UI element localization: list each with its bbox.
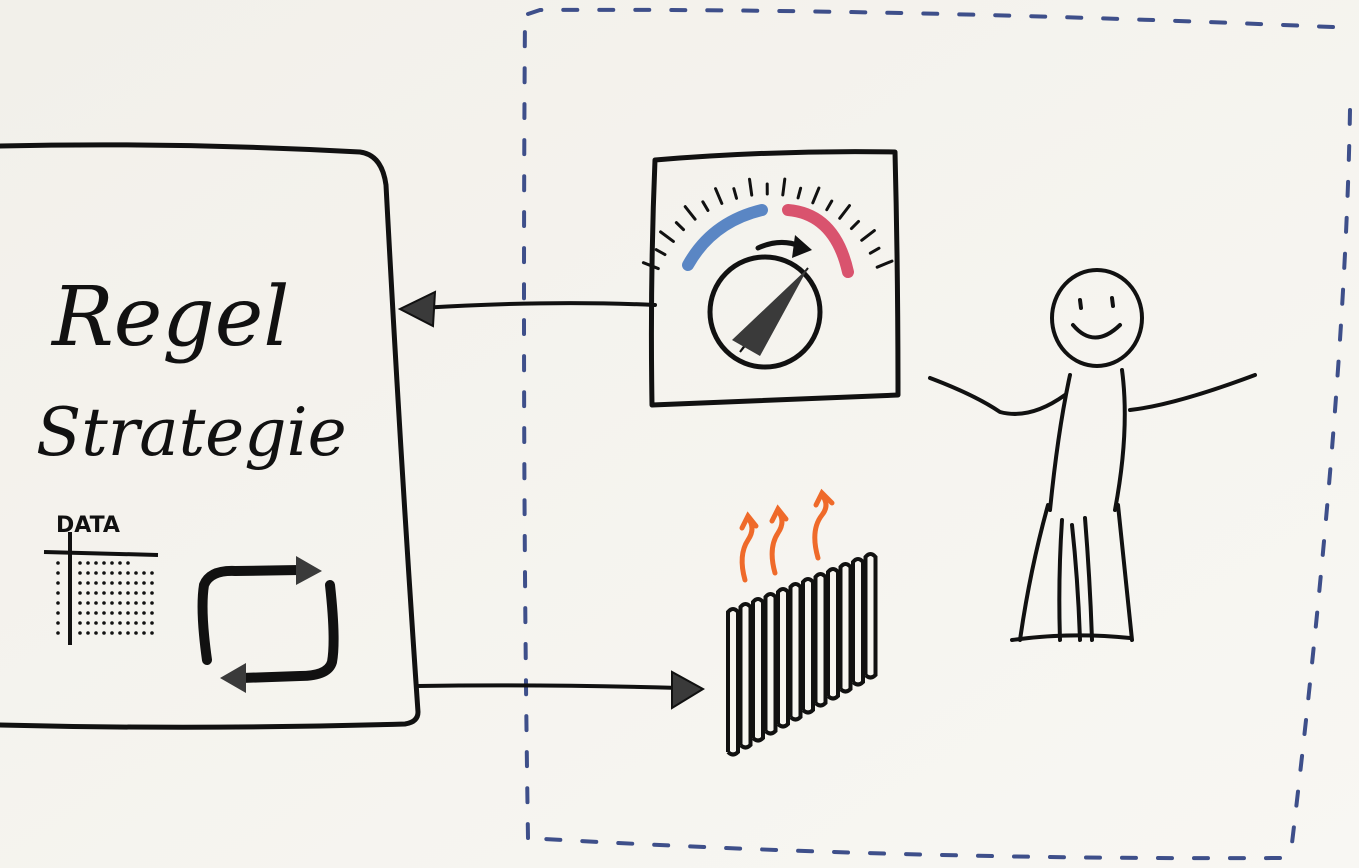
data-label: DATA <box>56 513 120 538</box>
controller-title-regel: Regel <box>50 270 290 365</box>
controller-title-strategie: Strategie <box>36 394 347 471</box>
